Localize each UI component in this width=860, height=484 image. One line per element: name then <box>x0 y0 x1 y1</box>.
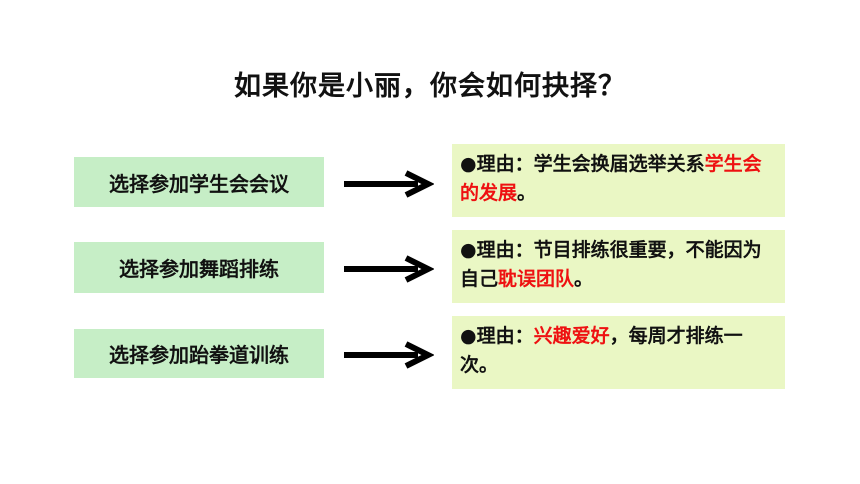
reason-text: ●理由： <box>460 325 534 347</box>
reason-text: ●理由：节目排练很重要，不能因为自己 <box>460 239 762 290</box>
reason-text: 。 <box>517 182 537 204</box>
option-taekwondo-training: 选择参加跆拳道训练 <box>74 329 324 378</box>
reason-box-1: ●理由：学生会换届选举关系学生会的发展。 <box>452 144 785 217</box>
reason-box-3: ●理由：兴趣爱好，每周才排练一次。 <box>452 316 785 389</box>
reason-text: ，每周才排练一次。 <box>460 325 743 376</box>
reason-highlight: 兴趣爱好 <box>533 325 610 347</box>
reason-highlight: 学生会的发展 <box>460 153 762 204</box>
page-title: 如果你是小丽，你会如何抉择？ <box>234 71 626 102</box>
reason-text: ●理由：学生会换届选举关系 <box>460 153 705 175</box>
option-student-council-meeting: 选择参加学生会会议 <box>74 157 324 207</box>
reason-highlight: 耽误团队 <box>498 268 575 290</box>
right-arrow-icon <box>344 170 434 198</box>
reason-text: 。 <box>574 268 594 290</box>
option-dance-rehearsal: 选择参加舞蹈排练 <box>74 242 324 293</box>
reason-box-2: ●理由：节目排练很重要，不能因为自己耽误团队。 <box>452 230 785 303</box>
right-arrow-icon <box>344 255 434 283</box>
right-arrow-icon <box>344 341 434 369</box>
